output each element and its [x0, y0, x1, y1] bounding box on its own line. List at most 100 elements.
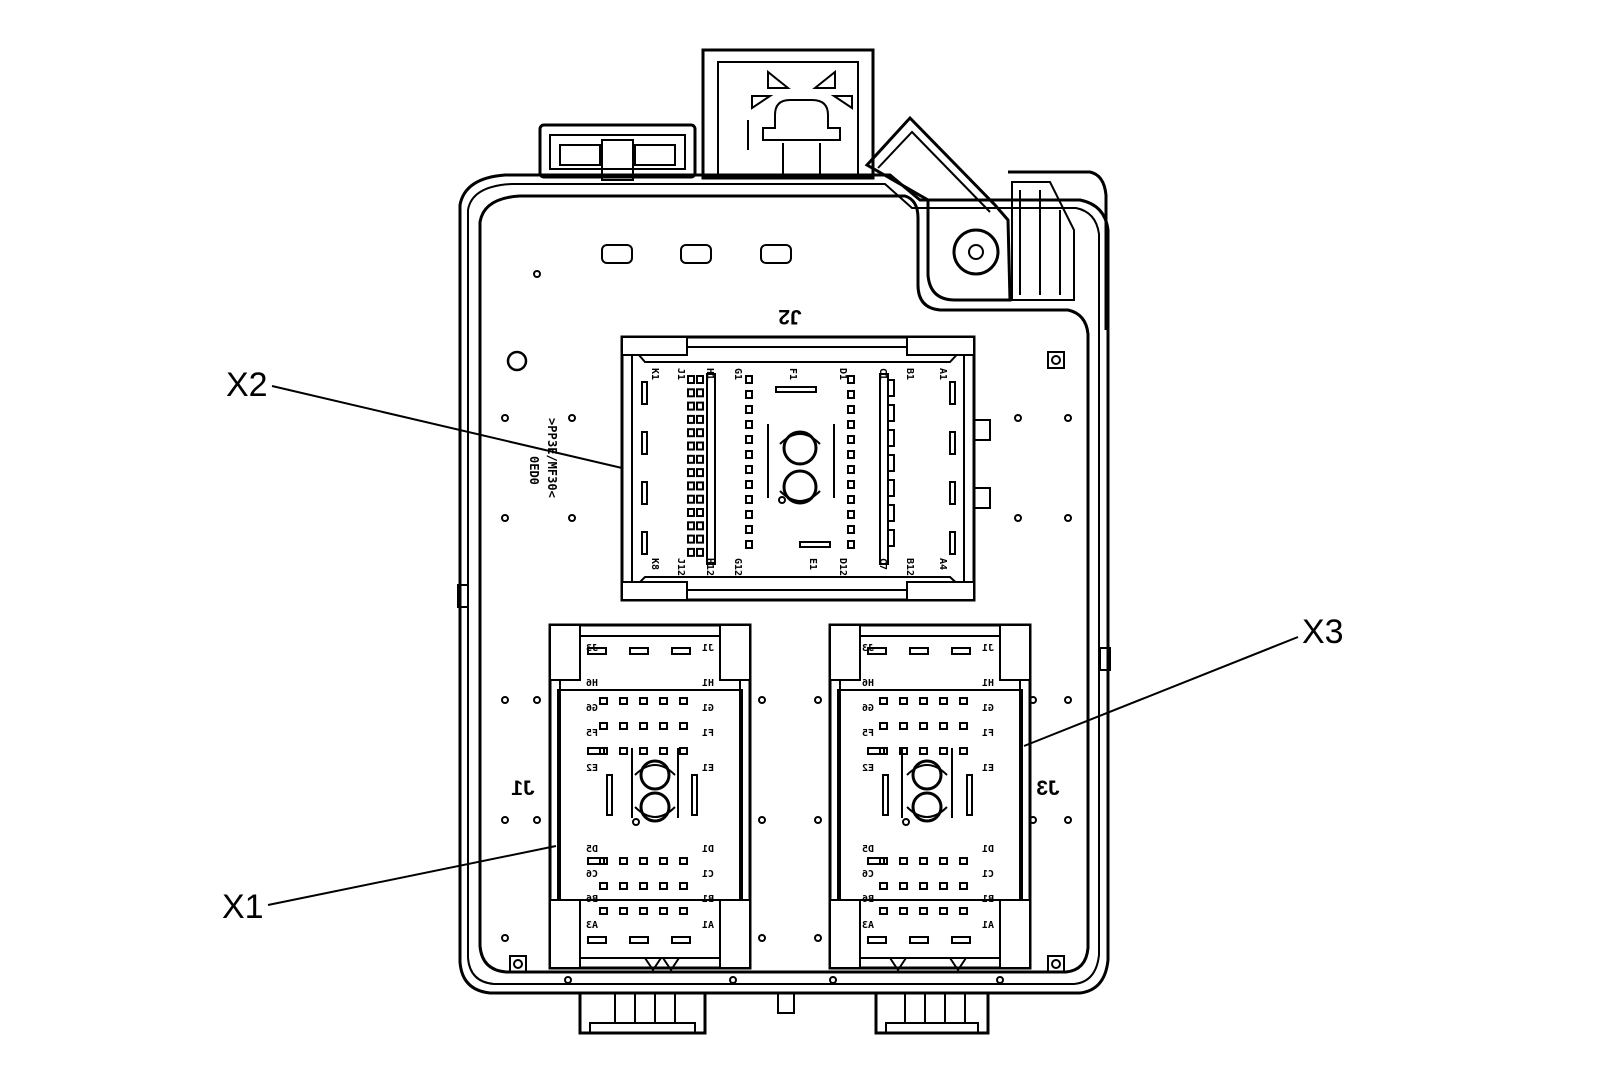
j1-terminal-cavity: [587, 936, 607, 944]
j1-terminal-cavity: [619, 907, 628, 915]
j2-terminal-cavity: [687, 547, 695, 557]
j1-terminal-cavity: [659, 857, 668, 865]
j3-terminal-cavity: [959, 697, 968, 705]
j2-terminal-cavity: [847, 390, 855, 399]
j2-terminal-cavity: [696, 521, 704, 531]
j3-pin-label: E2: [862, 763, 874, 774]
j2-terminal-cavity: [745, 450, 753, 459]
j3-pin-label: D5: [862, 844, 874, 855]
j2-terminal-cavity: [847, 405, 855, 414]
j3-pin-label: B1: [982, 894, 994, 905]
j2-terminal-cavity: [745, 540, 753, 549]
j2-terminal-cavity: [887, 504, 895, 522]
j3-pin-label: B6: [862, 894, 874, 905]
j1-terminal-cavity: [619, 882, 628, 890]
j2-terminal-cavity: [745, 525, 753, 534]
j2-terminal-cavity: [887, 529, 895, 547]
j2-pin-label: B12: [904, 558, 915, 576]
j3-pin-label: E1: [982, 763, 994, 774]
j2-terminal-cavity: [696, 428, 704, 438]
j2-terminal-cavity: [745, 420, 753, 429]
j2-terminal-cavity: [687, 508, 695, 517]
j1-terminal-cavity: [679, 747, 688, 755]
housing-body: [457, 170, 1111, 995]
mounting-points: [501, 270, 1072, 984]
j2-terminal-cavity: [887, 479, 895, 497]
j1-pin-label: D5: [586, 844, 598, 855]
j3-pin-label: G6: [862, 703, 874, 714]
callout-x2: X2: [226, 366, 268, 404]
j2-terminal-cavity: [687, 481, 695, 491]
j1-terminal-cavity: [587, 857, 605, 865]
j2-pin-label: E1: [807, 558, 818, 570]
j2-terminal-cavity: [847, 525, 855, 534]
j3-pin-label: J3: [862, 643, 874, 654]
j2-terminal-cavity: [687, 534, 695, 544]
j1-terminal-cavity: [679, 882, 688, 890]
j1-pin-label: H1: [702, 678, 714, 689]
j3-terminal-cavity: [939, 747, 948, 755]
j2-terminal-cavity: [696, 481, 704, 491]
j3-terminal-cavity: [959, 857, 968, 865]
j3-terminal-cavity: [899, 882, 908, 890]
j2-terminal-cavity: [847, 495, 855, 504]
j2-terminal-cavity: [696, 547, 704, 557]
j1-pin-label: J1: [702, 643, 714, 654]
bottom-latches: [578, 991, 990, 1035]
leader-line-x1: [267, 845, 557, 906]
j3-terminal-cavity: [951, 647, 971, 655]
j2-terminal-cavity: [696, 454, 704, 464]
j3-pin-label: C6: [862, 869, 874, 880]
j1-terminal-cavity: [671, 936, 691, 944]
j2-terminal-cavity: [696, 508, 704, 517]
j2-terminal-cavity: [745, 495, 753, 504]
j1-pin-label: E1: [702, 763, 714, 774]
j1-terminal-cavity: [659, 697, 668, 705]
j1-terminal-cavity: [639, 857, 648, 865]
j1-terminal-cavity: [619, 857, 628, 865]
j3-terminal-cavity: [951, 936, 971, 944]
j1-terminal-cavity: [599, 882, 608, 890]
j3-terminal-cavity: [899, 747, 908, 755]
connector-label-j3: J3: [1036, 777, 1059, 800]
j3-terminal-cavity: [899, 722, 908, 730]
j2-pin-label: H12: [704, 558, 715, 576]
j1-terminal-cavity: [659, 747, 668, 755]
j1-terminal-cavity: [639, 722, 648, 730]
j3-terminal-cavity: [899, 857, 908, 865]
j1-pin-label: F5: [586, 728, 598, 739]
j3-terminal-cavity: [959, 722, 968, 730]
j2-terminal-cavity: [847, 540, 855, 549]
j2-terminal-cavity: [687, 494, 695, 504]
leader-line-x3: [1023, 636, 1299, 747]
j2-terminal-cavity: [696, 401, 704, 411]
j2-terminal-cavity: [745, 480, 753, 489]
j3-terminal-cavity: [867, 857, 885, 865]
callout-x1: X1: [222, 888, 264, 926]
j2-pin-label: G12: [732, 558, 743, 576]
j2-pin-label: D1: [837, 368, 848, 380]
top-center-tab: [701, 48, 875, 180]
j2-terminal-cavity: [696, 388, 704, 398]
j1-pin-label: B1: [702, 894, 714, 905]
j1-pin-label: G1: [702, 703, 714, 714]
leader-line-x2: [271, 385, 623, 469]
j2-terminal-cavity: [745, 390, 753, 399]
j3-terminal-cavity: [919, 907, 928, 915]
j2-terminal-cavity: [847, 450, 855, 459]
j1-terminal-cavity: [629, 936, 649, 944]
j3-terminal-cavity: [959, 907, 968, 915]
j1-terminal-cavity: [619, 697, 628, 705]
j1-pin-label: D1: [702, 844, 714, 855]
j1-pin-label: F1: [702, 728, 714, 739]
j3-pin-label: J1: [982, 643, 994, 654]
j3-pin-label: H6: [862, 678, 874, 689]
j2-terminal-cavity: [696, 375, 704, 384]
j3-terminal-cavity: [879, 722, 888, 730]
j2-terminal-cavity: [696, 441, 704, 451]
j3-pin-label: C1: [982, 869, 994, 880]
connector-j3: [828, 623, 1032, 972]
j3-terminal-cavity: [879, 907, 888, 915]
